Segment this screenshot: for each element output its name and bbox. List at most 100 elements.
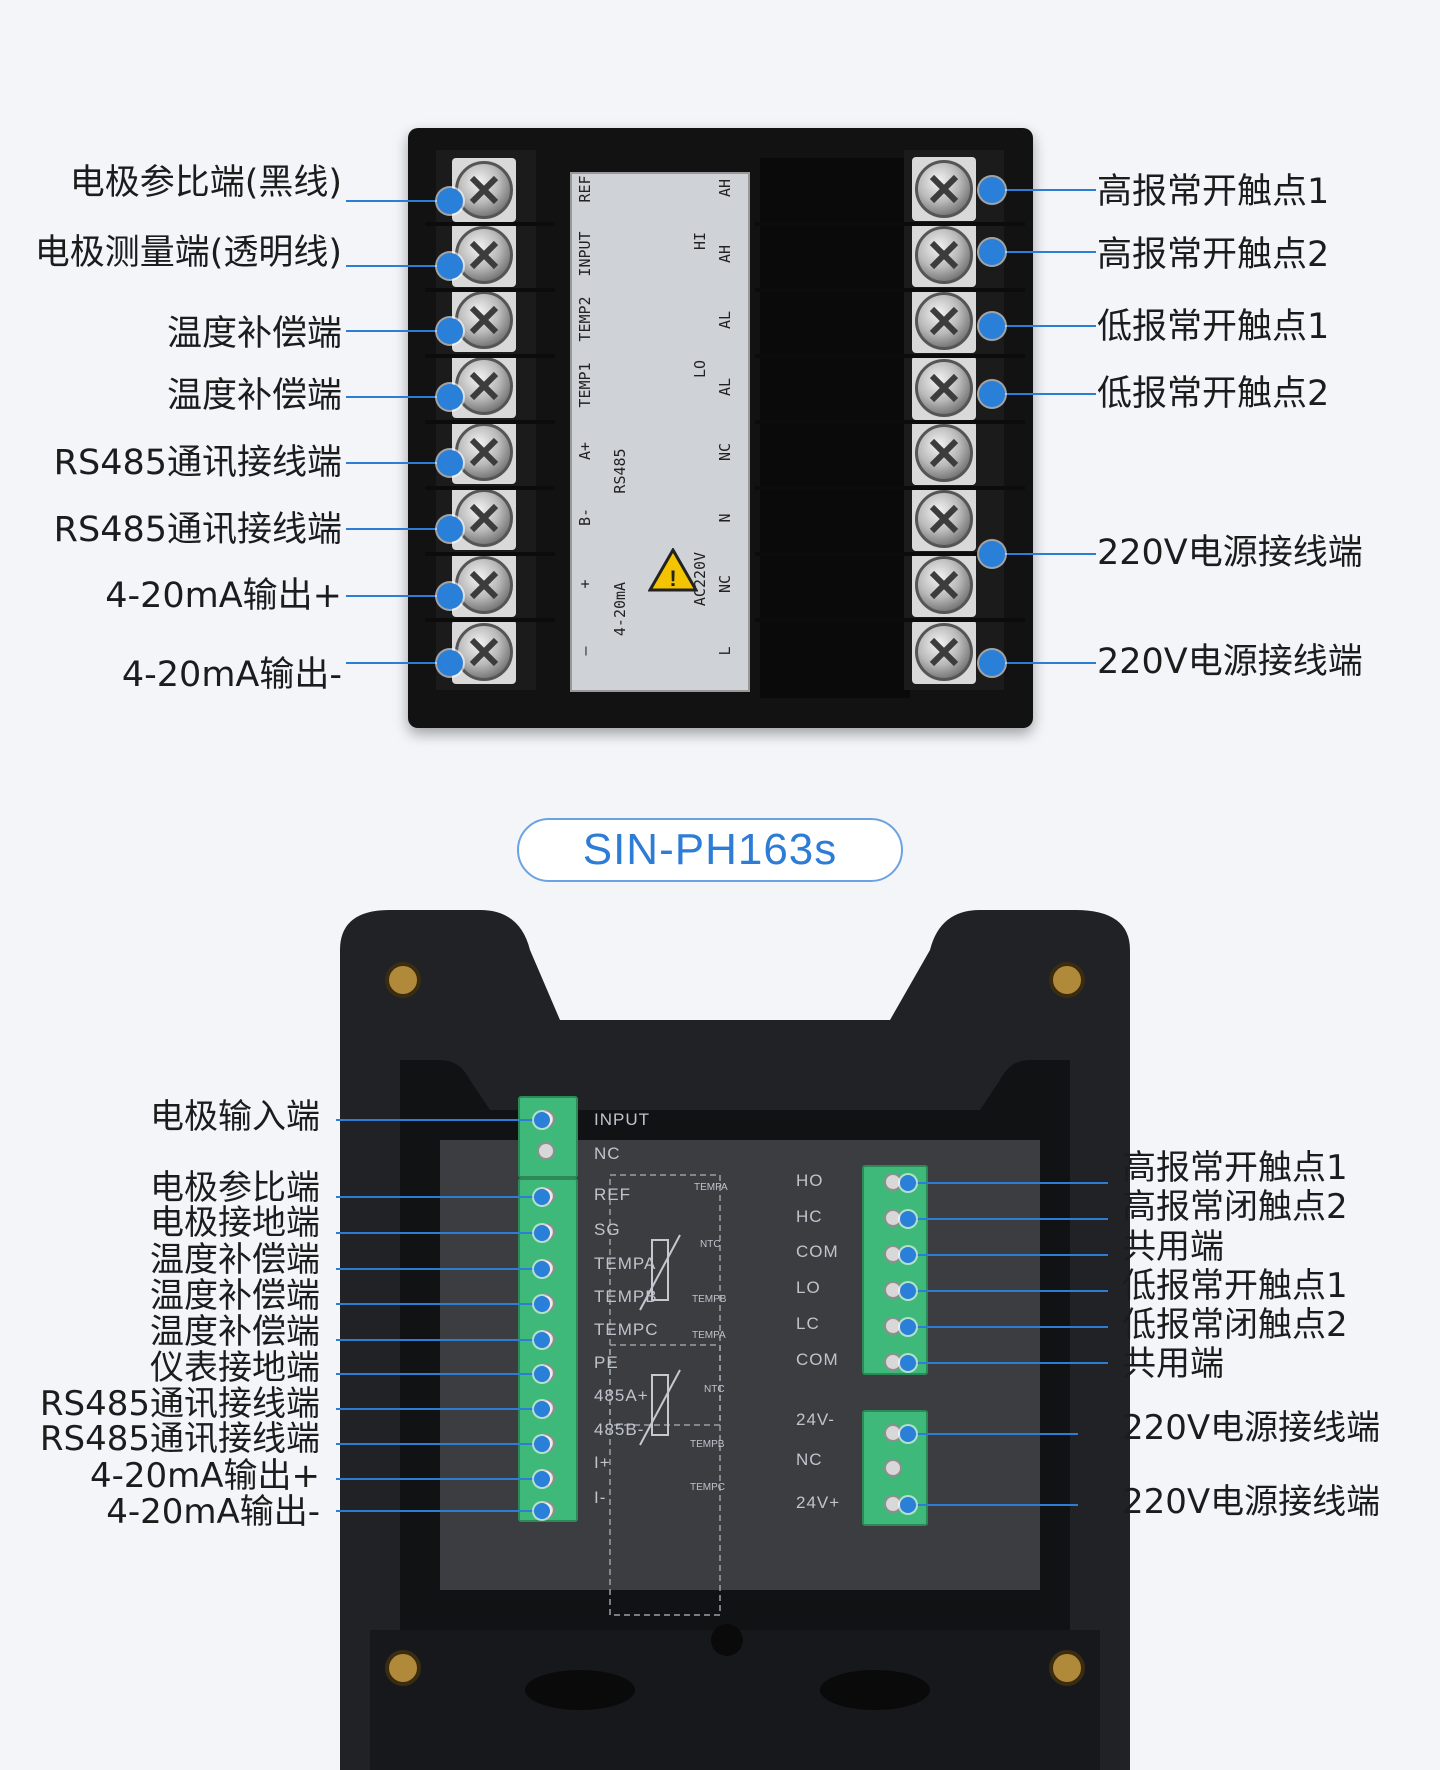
model-badge: SIN-PH163s (517, 818, 903, 882)
leader-line (992, 553, 1096, 555)
pcb-symbol-mark: NTC (700, 1239, 721, 1250)
separator-rib (755, 486, 1025, 490)
terminal-dot (437, 650, 463, 676)
terminal-mark: AL (716, 310, 734, 330)
terminal-mark: AH (716, 178, 734, 198)
terminal-dot (900, 1211, 916, 1227)
leader-line (992, 393, 1096, 395)
green-terminal-alarm (862, 1165, 928, 1375)
terminal-screw (915, 226, 973, 284)
leader-line (336, 1408, 536, 1410)
pcb-mark: TEMPA (594, 1254, 657, 1273)
leader-line (336, 1373, 536, 1375)
terminal-screw (915, 160, 973, 218)
terminal-screw (455, 489, 513, 547)
pcb-symbol-mark: TEMPA (692, 1330, 726, 1341)
terminal-dot (979, 650, 1005, 676)
separator-rib (755, 420, 1025, 424)
separator-rib (755, 552, 1025, 556)
separator-rib (425, 618, 555, 622)
terminal-screw (455, 623, 513, 681)
leader-line (346, 462, 450, 464)
callout-label: 220V电源接线端 (1097, 533, 1363, 573)
pcb-mark: I+ (594, 1453, 611, 1472)
warning-icon: ! (648, 548, 698, 592)
terminal-pin (884, 1459, 902, 1477)
leader-line (346, 595, 450, 597)
pcb-mark: 24V+ (796, 1493, 841, 1512)
terminal-pin (537, 1142, 555, 1160)
callout-label: 仪表接地端 (150, 1348, 320, 1388)
terminal-mark: AH (716, 244, 734, 264)
callout-label: 电极参比端 (150, 1168, 320, 1208)
callout-label: 共用端 (1122, 1227, 1224, 1267)
pcb-mark: 485B- (594, 1420, 645, 1439)
leader-line (336, 1119, 536, 1121)
pcb-symbol-mark: TEMPB (690, 1439, 725, 1450)
terminal-group-label: HI (691, 231, 709, 251)
terminal-dot (534, 1112, 550, 1128)
pcb-mark: LO (796, 1278, 821, 1297)
callout-label: 温度补偿端 (150, 1240, 320, 1280)
terminal-screw (455, 161, 513, 219)
leader-line (992, 251, 1096, 253)
pcb-mark: TEMPC (594, 1320, 659, 1339)
terminal-mark: NC (716, 442, 734, 462)
leader-line (908, 1254, 1108, 1256)
terminal-dot (534, 1261, 550, 1277)
leader-line (346, 330, 450, 332)
callout-label: 电极参比端(黑线) (69, 163, 342, 203)
terminal-mark: INPUT (576, 231, 594, 277)
terminal-screw (455, 556, 513, 614)
callout-label: 温度补偿端 (166, 376, 342, 416)
pcb-symbol-mark: TEMPB (692, 1294, 727, 1305)
leader-line (336, 1443, 536, 1445)
callout-label: 高报常开触点2 (1097, 235, 1330, 275)
leader-line (908, 1218, 1108, 1220)
leader-line (992, 189, 1096, 191)
terminal-screw (915, 359, 973, 417)
terminal-dot (534, 1436, 550, 1452)
terminal-dot (534, 1189, 550, 1205)
terminal-group-label: 4-20mA (611, 581, 629, 637)
callout-label: 高报常开触点1 (1122, 1148, 1348, 1188)
separator-rib (755, 354, 1025, 358)
terminal-dot (534, 1401, 550, 1417)
terminal-dot (979, 541, 1005, 567)
terminal-screw (455, 226, 513, 284)
callout-label: 电极测量端(透明线) (34, 233, 342, 273)
pcb-mark: 24V- (796, 1410, 835, 1429)
terminal-dot (534, 1225, 550, 1241)
terminal-group-label: AC220V (691, 551, 709, 607)
separator-rib (425, 222, 555, 226)
terminal-dot (534, 1503, 550, 1519)
right-dark-area (760, 158, 910, 698)
pcb-symbol-mark: TEMPA (694, 1182, 728, 1193)
leader-line (336, 1478, 536, 1480)
leader-line (336, 1232, 536, 1234)
pcb-mark: REF (594, 1185, 631, 1204)
callout-label: 低报常开触点1 (1097, 307, 1330, 347)
terminal-dot (534, 1296, 550, 1312)
pcb-mark: LC (796, 1314, 820, 1333)
terminal-dot (900, 1355, 916, 1371)
terminal-screw (915, 623, 973, 681)
terminal-mark: L (716, 646, 734, 656)
callout-label: 温度补偿端 (150, 1312, 320, 1352)
terminal-screw (915, 292, 973, 350)
callout-label: 温度补偿端 (166, 314, 342, 354)
terminal-dot (437, 253, 463, 279)
terminal-mark: B- (576, 507, 594, 527)
callout-label: 4-20mA输出- (121, 655, 342, 695)
terminal-dot (534, 1366, 550, 1382)
pcb-mark: NC (594, 1144, 621, 1163)
pcb-mark: NC (796, 1450, 823, 1469)
terminal-screw (915, 556, 973, 614)
terminal-screw (915, 424, 973, 482)
svg-text:!: ! (669, 566, 676, 591)
leader-line (908, 1362, 1108, 1364)
separator-rib (425, 288, 555, 292)
pcb-symbol-mark: NTC (704, 1384, 725, 1395)
leader-line (908, 1326, 1108, 1328)
terminal-mark: A+ (576, 441, 594, 461)
